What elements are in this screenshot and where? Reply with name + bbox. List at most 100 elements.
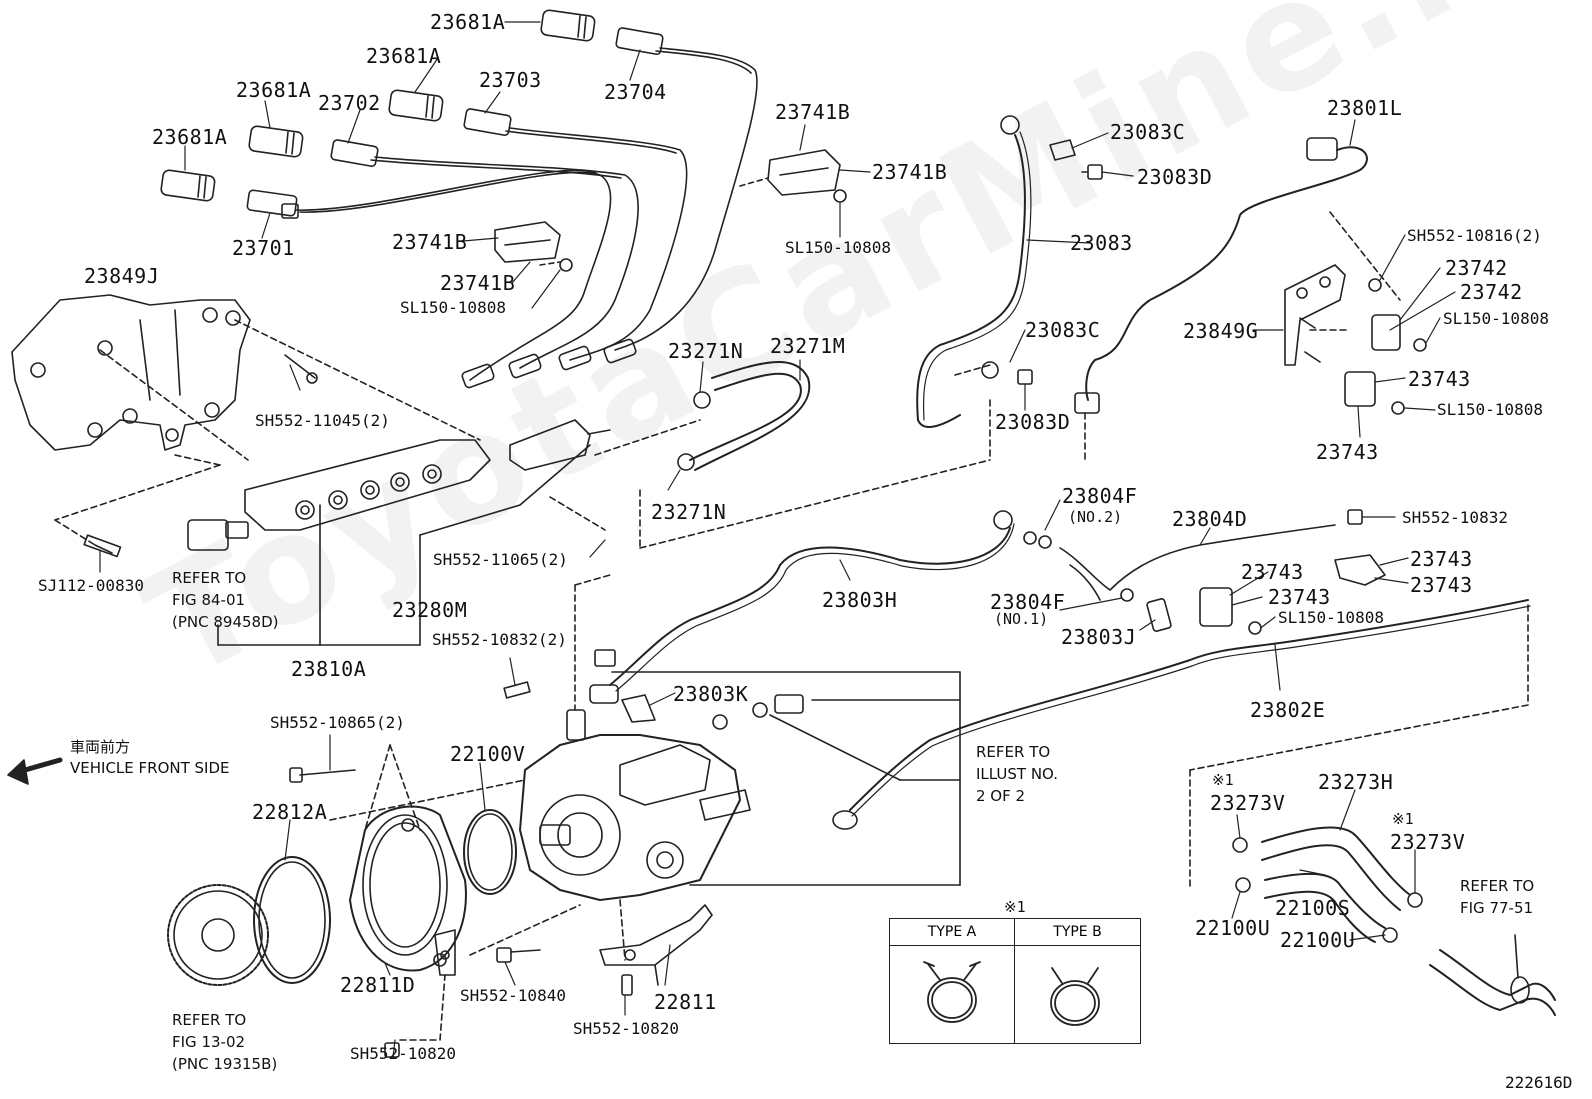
label-23083D-2: 23083D [995,410,1071,434]
bracket-23849J [11,294,481,546]
bracket-22811 [384,904,713,1058]
clamps-upper [494,149,847,272]
label-23271N-2: 23271N [651,500,727,524]
label-23271N-1: 23271N [668,339,744,363]
label-23743-6: 23743 [1268,585,1331,609]
hoses-right [1232,826,1556,1016]
label-23742-2: 23742 [1460,280,1523,304]
clip-type-table: TYPE A TYPE B [889,918,1141,1044]
label-23743-2: 23743 [1316,440,1379,464]
label-23681A-2: 23681A [366,44,442,68]
label-23741B-2: 23741B [872,160,948,184]
label-SH552-10832-1: SH552-10832 [1402,508,1508,527]
label-SL150-10808-1: SL150-10808 [785,238,891,257]
label-23743-5: 23743 [1410,573,1473,597]
label-23801L: 23801L [1327,96,1403,120]
label-mark1-a: ※1 [1212,771,1234,789]
label-23803H: 23803H [822,588,898,612]
label-23741B-3: 23741B [392,230,468,254]
injector-sleeves [160,9,596,202]
label-23803J: 23803J [1061,625,1137,649]
label-SH552-10865: SH552-10865(2) [270,713,405,732]
type-b-cell: TYPE B [1015,919,1140,1043]
label-22100V: 22100V [450,742,526,766]
label-SH552-10816: SH552-10816(2) [1407,226,1542,245]
label-22100U-1: 22100U [1195,916,1271,940]
common-rail [83,354,611,646]
injection-pipes [246,27,758,389]
label-23802E: 23802E [1250,698,1326,722]
label-23083D-1: 23083D [1137,165,1213,189]
label-23741B-4: 23741B [440,271,516,295]
label-23083: 23083 [1070,231,1133,255]
note-refer-fig-84: REFER TO FIG 84-01 (PNC 89458D) [172,569,279,631]
label-23273V-2: 23273V [1390,830,1466,854]
label-23803K: 23803K [673,682,749,706]
note-refer-fig-13: REFER TO FIG 13-02 (PNC 19315B) [172,1011,278,1073]
label-23681A-3: 23681A [236,78,312,102]
label-23681A-1: 23681A [430,10,506,34]
note-refer-fig-77: REFER TO FIG 77-51 [1460,877,1535,917]
leader-lines [99,21,1456,1058]
label-22812A: 22812A [252,800,328,824]
label-23703: 23703 [479,68,542,92]
label-23804F-2: 23804F [990,590,1066,614]
note-vehicle-front-en: VEHICLE FRONT SIDE [70,759,230,777]
label-23273H: 23273H [1318,770,1394,794]
label-22811: 22811 [654,990,717,1014]
label-SL150-10808-2: SL150-10808 [400,298,506,317]
note-refer-illust: REFER TO ILLUST NO. 2 OF 2 [976,743,1059,805]
label-23849J: 23849J [84,264,160,288]
label-23701: 23701 [232,236,295,260]
supply-pump [503,574,961,961]
label-23810A: 23810A [291,657,367,681]
note-vehicle-front-jp: 車両前方 [70,738,131,756]
label-23804F-2-sub: (NO.1) [994,610,1049,628]
label-23704: 23704 [604,80,667,104]
label-23849G: 23849G [1183,319,1259,343]
label-SL150-10808-3: SL150-10808 [1443,309,1549,328]
label-SH552-11045: SH552-11045(2) [255,411,390,430]
label-23804F-1: 23804F [1062,484,1138,508]
label-SJ112-00830: SJ112-00830 [38,576,144,595]
label-SH552-11065: SH552-11065(2) [433,550,568,569]
label-23804F-1-sub: (NO.2) [1068,508,1123,526]
label-22811D: 22811D [340,973,416,997]
label-23742-1: 23742 [1445,256,1508,280]
label-23743-1: 23743 [1408,367,1471,391]
label-23741B-1: 23741B [775,100,851,124]
rings-and-flange [253,744,581,1041]
label-23743-4: 23743 [1241,560,1304,584]
label-SH552-10840: SH552-10840 [460,986,566,1005]
label-SH552-10820-2: SH552-10820 [350,1044,456,1063]
label-23280M: 23280M [392,598,468,622]
type-a-label: TYPE A [890,919,1014,946]
label-mark1-b: ※1 [1392,810,1414,828]
label-23083C-1: 23083C [1110,120,1186,144]
clip-type-a-icon [923,961,981,1023]
label-SH552-10820-1: SH552-10820 [573,1019,679,1038]
label-22100U-2: 22100U [1280,928,1356,952]
type-box-title: ※1 [1004,898,1026,916]
vehicle-front-arrow [7,757,63,785]
label-22100S: 22100S [1275,896,1351,920]
label-23681A-4: 23681A [152,125,228,149]
type-b-label: TYPE B [1015,919,1140,946]
type-a-cell: TYPE A [890,919,1015,1043]
label-SL150-10808-4: SL150-10808 [1437,400,1543,419]
label-23083C-2: 23083C [1025,318,1101,342]
label-SL150-10808-5: SL150-10808 [1278,608,1384,627]
label-23743-3: 23743 [1410,547,1473,571]
pipe-23801L [1074,137,1368,461]
label-23702: 23702 [318,91,381,115]
hose-23271M [594,361,991,549]
pipe-23083 [916,115,1103,461]
bracket-23849G [1284,211,1427,415]
label-23271M: 23271M [770,334,846,358]
label-SH552-10832-2: SH552-10832(2) [432,630,567,649]
clip-type-b-icon [1050,967,1100,1026]
label-23273V-1: 23273V [1210,791,1286,815]
